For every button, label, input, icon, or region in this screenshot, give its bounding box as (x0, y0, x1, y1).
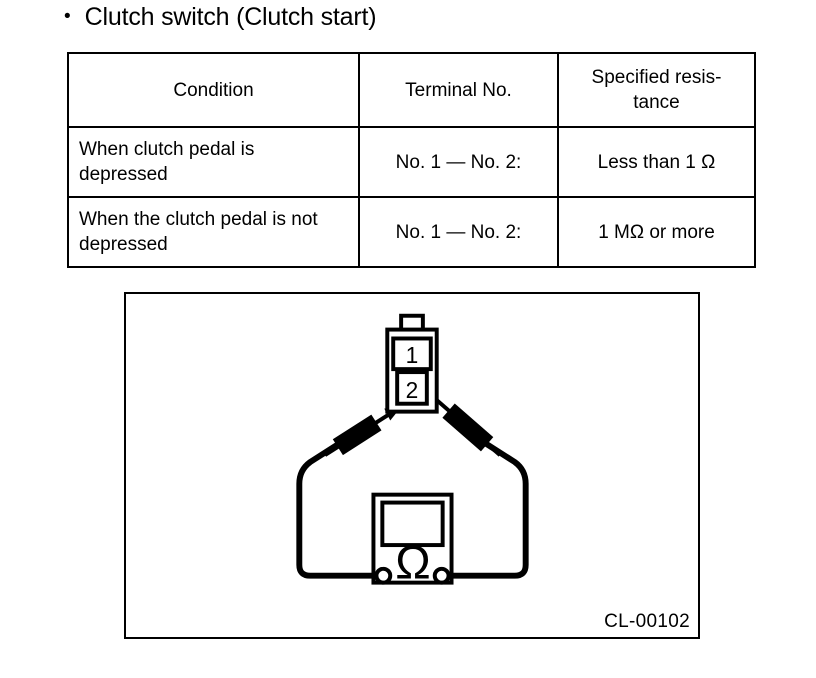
cell-condition: When clutch pedal is depressed (67, 126, 360, 198)
clutch-switch-test-diagram: 1 2 Ω (296, 313, 529, 590)
omega-symbol: Ω (395, 537, 430, 590)
meter-jack-right (432, 566, 451, 585)
column-header-condition: Condition (67, 52, 360, 128)
table-row: When the clutch pedal is not depressed N… (67, 196, 756, 268)
test-lead-wire-left (296, 429, 386, 579)
figure-code: CL-00102 (604, 611, 690, 632)
cell-resistance: Less than 1 Ω (557, 126, 756, 198)
probe-handle-left (332, 414, 382, 456)
column-header-terminal: Terminal No. (358, 52, 559, 128)
table-header-row: Condition Terminal No. Specified resis- … (67, 52, 756, 128)
terminal-label-1: 1 (406, 342, 419, 368)
meter-display (380, 500, 445, 548)
clutch-switch-connector: 1 2 (385, 313, 439, 414)
terminal-label-2: 2 (406, 377, 419, 403)
column-header-resistance: Specified resis- tance (557, 52, 756, 128)
page-title: Clutch switch (Clutch start) (84, 3, 377, 31)
test-lead-wire-right (438, 429, 529, 579)
specification-table: Condition Terminal No. Specified resis- … (67, 52, 756, 268)
probe-handle-right (442, 403, 494, 452)
bullet-icon: • (64, 6, 71, 27)
cell-terminal: No. 1 — No. 2: (358, 126, 559, 198)
page-heading: • Clutch switch (Clutch start) (64, 2, 377, 32)
figure-panel: 1 2 Ω CL-00102 (124, 292, 700, 639)
terminal-cavity-1 (391, 336, 433, 372)
meter-jack-left (374, 566, 393, 585)
ohmmeter: Ω (371, 492, 454, 590)
terminal-cavity-2 (395, 370, 429, 406)
cell-condition: When the clutch pedal is not depressed (67, 196, 360, 268)
table-row: When clutch pedal is depressed No. 1 — N… (67, 126, 756, 198)
cell-resistance: 1 MΩ or more (557, 196, 756, 268)
cell-terminal: No. 1 — No. 2: (358, 196, 559, 268)
